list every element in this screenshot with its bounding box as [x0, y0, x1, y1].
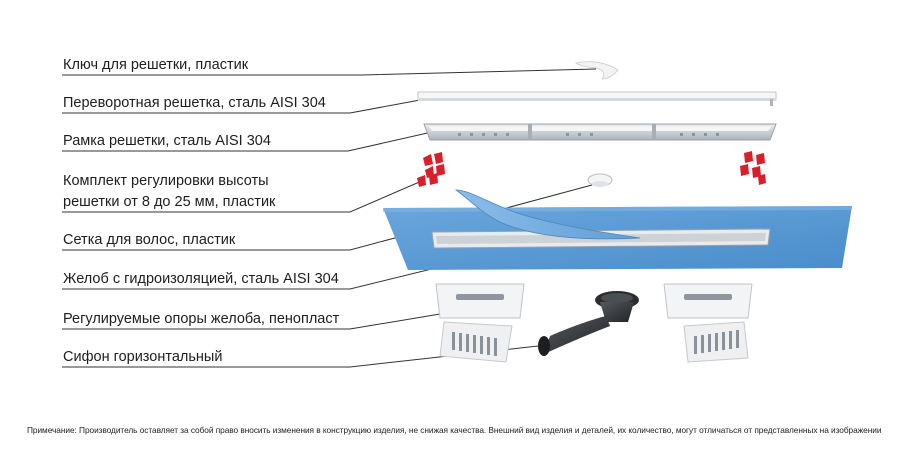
reversible-grate-part	[417, 91, 777, 106]
label-grate-frame: Рамка решетки, сталь AISI 304	[63, 133, 271, 149]
leader-lines	[62, 68, 597, 368]
grate-frame-part	[423, 123, 777, 141]
label-reversible-grate: Переворотная решетка, сталь AISI 304	[63, 95, 326, 111]
label-height-kit: Комплект регулировки высоты решетки от 8…	[63, 171, 275, 213]
leader-height-kit	[62, 179, 425, 213]
leader-grate	[62, 99, 421, 114]
label-hair-mesh: Сетка для волос, пластик	[63, 232, 236, 248]
height-adjusters	[417, 151, 766, 187]
label-key: Ключ для решетки, пластик	[63, 57, 249, 73]
label-height-kit-line1: Комплект регулировки высоты	[63, 173, 269, 189]
label-height-kit-line2: решетки от 8 до 25 мм, пластик	[63, 194, 276, 210]
key-part	[574, 61, 619, 80]
leader-frame	[62, 131, 433, 152]
label-siphon: Сифон горизонтальный	[63, 349, 223, 365]
support-right-part	[663, 283, 753, 363]
leader-mesh	[62, 184, 593, 251]
footnote: Примечание: Производитель оставляет за с…	[27, 425, 882, 435]
support-left-part	[435, 283, 525, 363]
label-supports: Регулируемые опоры желоба, пенопласт	[63, 311, 340, 327]
siphon-part	[538, 291, 639, 356]
leader-key	[62, 68, 597, 76]
hair-mesh-part	[587, 173, 613, 187]
leader-supports	[62, 311, 453, 330]
leader-channel	[62, 263, 453, 290]
label-channel: Желоб с гидроизоляцией, сталь AISI 304	[63, 271, 339, 287]
channel-membrane-part	[383, 189, 852, 270]
